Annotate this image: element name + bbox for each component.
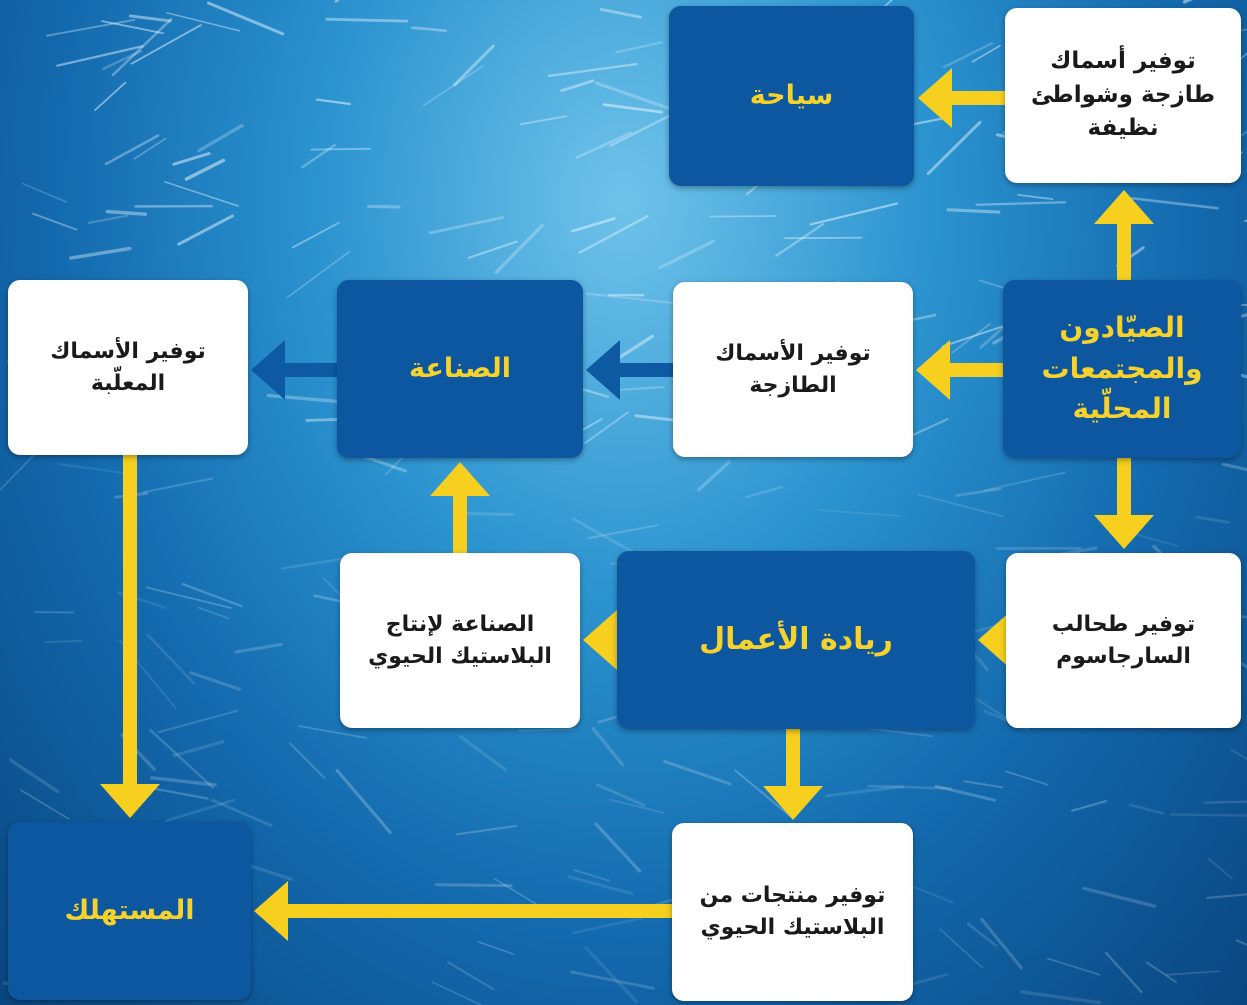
- node-fresh-fish-clean-beaches: توفير أسماك طازجة وشواطئ نظيفة: [1005, 8, 1241, 183]
- node-consumer: المستهلك: [8, 822, 251, 1000]
- node-entrepreneurship: ريادة الأعمال: [617, 551, 975, 729]
- node-fishers-communities: الصيّادون والمجتمعات المحلّية: [1003, 280, 1241, 458]
- node-fresh-fish: توفير الأسماك الطازجة: [673, 282, 913, 457]
- node-tourism: سياحة: [669, 6, 914, 186]
- node-bioplastic-industry: الصناعة لإنتاج البلاستيك الحيوي: [340, 553, 580, 728]
- node-industry: الصناعة: [337, 280, 583, 458]
- node-sargassum: توفير طحالب السارجاسوم: [1006, 553, 1241, 728]
- node-canned-fish: توفير الأسماك المعلّبة: [8, 280, 248, 455]
- node-bioplastic-products: توفير منتجات من البلاستيك الحيوي: [672, 823, 913, 1001]
